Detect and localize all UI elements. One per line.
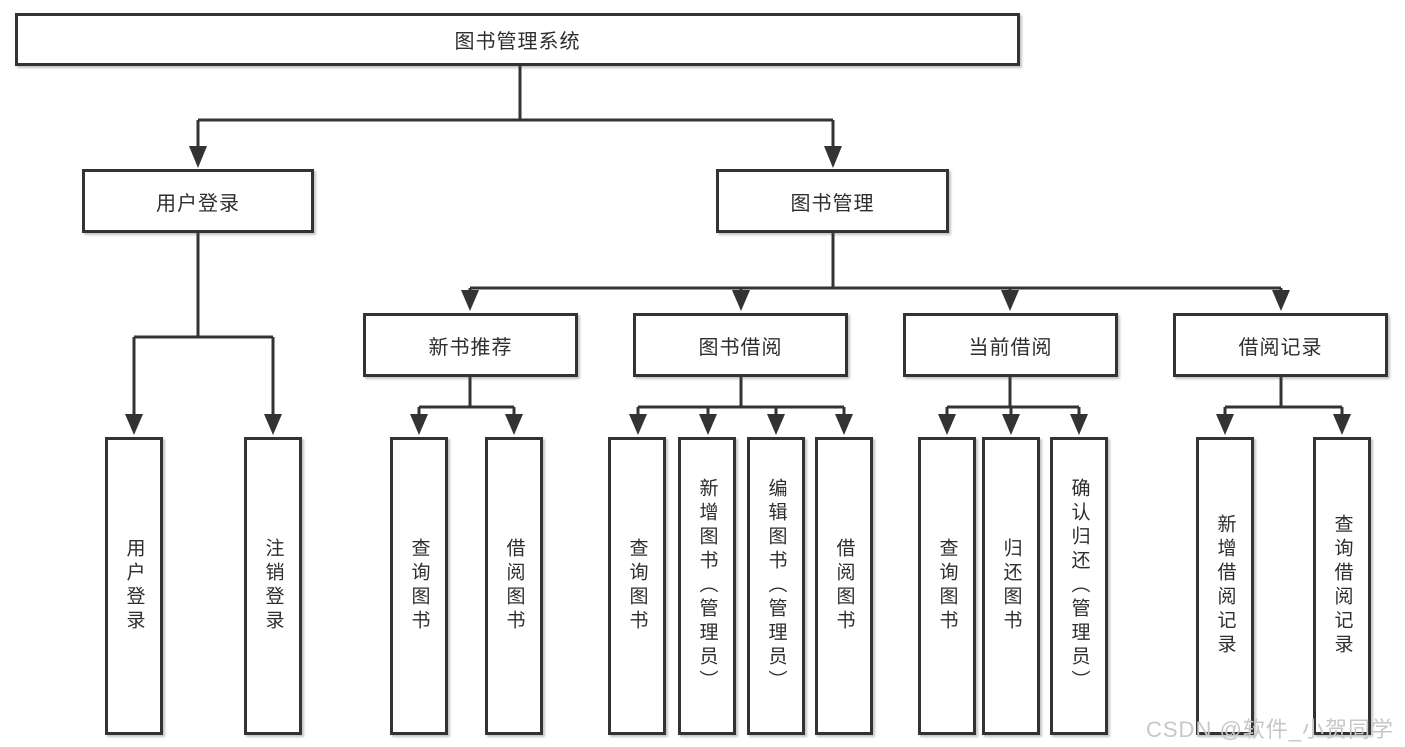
leaf-return-books: 归还图书 (982, 437, 1040, 735)
leaf-query-borrow-record: 查询借阅记录 (1313, 437, 1371, 735)
leaf-recommend-borrow-books: 借阅图书 (485, 437, 543, 735)
node-label: 新书推荐 (428, 336, 513, 359)
node-label: 编辑图书（管理员） (765, 478, 787, 694)
node-label: 查询借阅记录 (1331, 514, 1353, 658)
leaf-add-borrow-record: 新增借阅记录 (1196, 437, 1254, 735)
node-label: 查询图书 (936, 538, 958, 634)
node-label: 确认归还（管理员） (1068, 478, 1090, 694)
leaf-add-books-admin: 新增图书（管理员） (678, 437, 736, 735)
leaf-recommend-query-books: 查询图书 (390, 437, 448, 735)
node-label: 当前借阅 (968, 336, 1053, 359)
leaf-edit-books-admin: 编辑图书（管理员） (747, 437, 805, 735)
node-label: 借阅记录 (1238, 336, 1323, 359)
leaf-borrow-books: 借阅图书 (815, 437, 873, 735)
leaf-user-login: 用户登录 (105, 437, 163, 735)
node-label: 新增借阅记录 (1214, 514, 1236, 658)
leaf-borrow-query-books: 查询图书 (608, 437, 666, 735)
node-label: 图书借阅 (698, 336, 783, 359)
leaf-confirm-return-admin: 确认归还（管理员） (1050, 437, 1108, 735)
node-new-book-recommend: 新书推荐 (363, 313, 578, 377)
node-label: 图书管理系统 (454, 31, 581, 53)
node-label: 用户登录 (123, 538, 145, 634)
node-label: 借阅图书 (503, 538, 525, 634)
node-label: 注销登录 (262, 538, 284, 634)
node-current-borrow: 当前借阅 (903, 313, 1118, 377)
csdn-watermark: CSDN @软件_小贺同学 (1146, 717, 1395, 742)
node-label: 新增图书（管理员） (696, 478, 718, 694)
node-user-login: 用户登录 (82, 169, 314, 233)
node-label: 查询图书 (626, 538, 648, 634)
node-library-management-system: 图书管理系统 (15, 13, 1020, 66)
node-label: 查询图书 (408, 538, 430, 634)
node-label: 借阅图书 (833, 538, 855, 634)
node-borrow-records: 借阅记录 (1173, 313, 1388, 377)
node-book-management: 图书管理 (716, 169, 949, 233)
node-label: 归还图书 (1000, 538, 1022, 634)
node-label: 用户登录 (156, 192, 240, 215)
leaf-logout: 注销登录 (244, 437, 302, 735)
leaf-current-query-books: 查询图书 (918, 437, 976, 735)
node-label: 图书管理 (790, 192, 875, 215)
node-book-borrow: 图书借阅 (633, 313, 848, 377)
